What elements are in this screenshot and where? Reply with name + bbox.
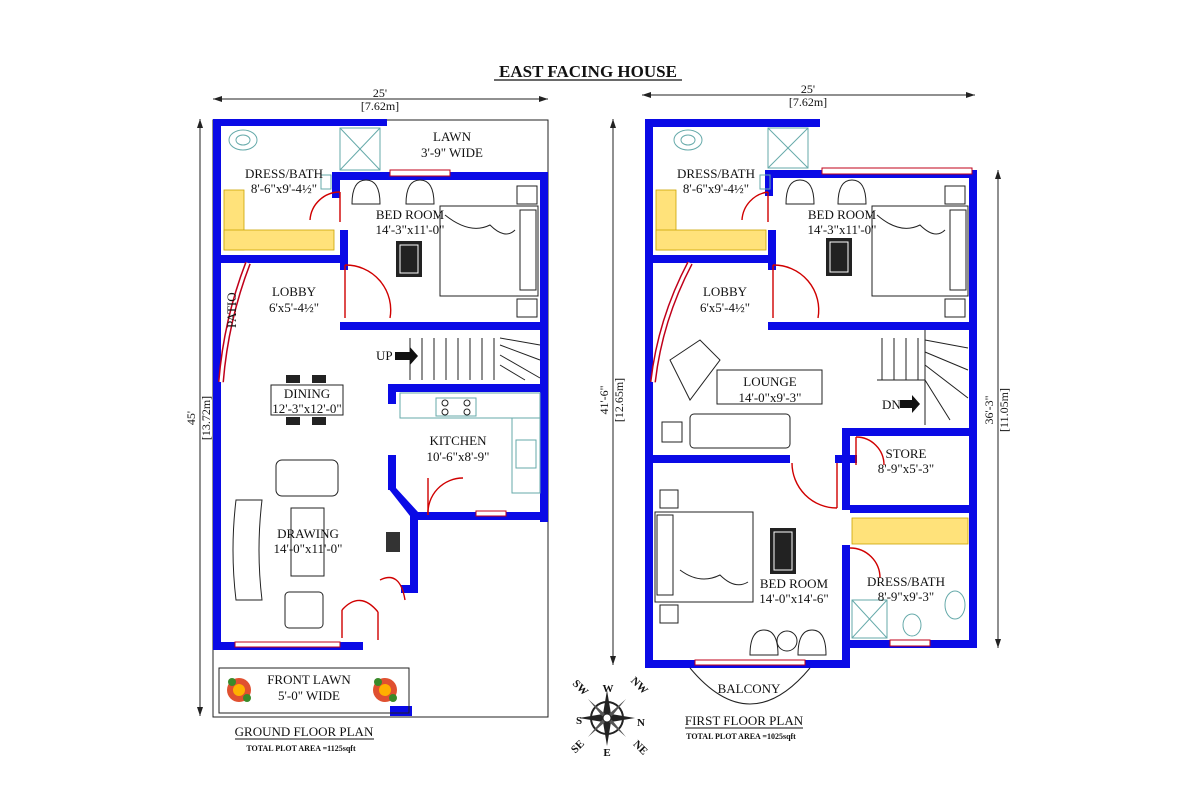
ff-dress-bath2-name: DRESS/BATH bbox=[867, 574, 945, 589]
ff-lobby-name: LOBBY bbox=[703, 284, 748, 299]
gf-front-lawn-name: FRONT LAWN bbox=[267, 672, 351, 687]
gf-lawn-size: 3'-9" WIDE bbox=[421, 145, 483, 160]
ff-depth-ft: 41'-6" bbox=[597, 385, 611, 414]
ground-width-m: [7.62m] bbox=[361, 99, 399, 113]
ff-bed-room2-size: 14'-0"x14'-6" bbox=[759, 591, 828, 606]
compass-nw: NW bbox=[628, 675, 650, 697]
gf-kitchen-size: 10'-6"x8'-9" bbox=[427, 449, 490, 464]
ground-depth-ft: 45' bbox=[184, 411, 198, 425]
ff-lounge-size: 14'-0"x9'-3" bbox=[739, 390, 802, 405]
ground-floor-depth-dimension: 45' [13.72m] bbox=[184, 119, 213, 716]
ff-lounge-name: LOUNGE bbox=[743, 374, 796, 389]
gf-bed-room-size: 14'-3"x11'-0" bbox=[376, 222, 445, 237]
gf-front-lawn-size: 5'-0" WIDE bbox=[278, 688, 340, 703]
ff-depth2-m: [11.05m] bbox=[997, 388, 1011, 432]
gf-lawn-name: LAWN bbox=[433, 129, 472, 144]
ground-floor-width-dimension: 25' [7.62m] bbox=[213, 86, 548, 113]
gf-dress-bath-size: 8'-6"x9'-4½" bbox=[251, 181, 317, 196]
first-floor-depth2-dimension: 36'-3" [11.05m] bbox=[982, 170, 1011, 648]
ff-depth2-ft: 36'-3" bbox=[982, 395, 996, 424]
ff-width-m: [7.62m] bbox=[789, 95, 827, 109]
ff-bed-room2-name: BED ROOM bbox=[760, 576, 829, 591]
gf-dress-bath-name: DRESS/BATH bbox=[245, 166, 323, 181]
ff-dress-bath2-size: 8'-9"x9'-3" bbox=[878, 589, 934, 604]
ff-bed-room-name: BED ROOM bbox=[808, 207, 877, 222]
gf-plot-area: TOTAL PLOT AREA =1125sqft bbox=[246, 744, 356, 753]
ff-plan-label: FIRST FLOOR PLAN bbox=[685, 713, 804, 728]
gf-drawing-name: DRAWING bbox=[277, 526, 339, 541]
ff-bed-room-size: 14'-3"x11'-0" bbox=[808, 222, 877, 237]
first-floor-plan: DRESS/BATH 8'-6"x9'-4½" BED ROOM 14'-3"x… bbox=[645, 119, 977, 741]
drawing-title: EAST FACING HOUSE bbox=[499, 62, 677, 81]
ff-lobby-size: 6'x5'-4½" bbox=[700, 300, 750, 315]
compass-n: N bbox=[637, 717, 645, 729]
first-floor-depth-dimension: 41'-6" [12.65m] bbox=[597, 119, 626, 665]
ff-store-name: STORE bbox=[886, 446, 927, 461]
gf-plan-label: GROUND FLOOR PLAN bbox=[235, 724, 374, 739]
compass-s: S bbox=[576, 715, 582, 727]
compass-ne: NE bbox=[630, 738, 649, 757]
gf-lobby-name: LOBBY bbox=[272, 284, 317, 299]
ff-width-ft: 25' bbox=[801, 82, 815, 96]
ff-depth-m: [12.65m] bbox=[612, 378, 626, 422]
compass-w: W bbox=[603, 683, 614, 695]
gf-dining-name: DINING bbox=[284, 386, 330, 401]
compass-se: SE bbox=[569, 738, 587, 756]
gf-lobby-size: 6'x5'-4½" bbox=[269, 300, 319, 315]
gf-bed-room-name: BED ROOM bbox=[376, 207, 445, 222]
compass-e: E bbox=[603, 747, 610, 759]
first-floor-width-dimension: 25' [7.62m] bbox=[642, 82, 975, 109]
ff-balcony-name: BALCONY bbox=[718, 681, 781, 696]
ff-plot-area: TOTAL PLOT AREA =1025sqft bbox=[686, 732, 796, 741]
gf-stairs-up: UP bbox=[376, 348, 393, 363]
ff-stairs-dn: DN bbox=[882, 397, 901, 412]
gf-patio-name: PATIO bbox=[224, 292, 239, 328]
compass-sw: SW bbox=[570, 678, 591, 699]
gf-dining-size: 12'-3"x12'-0" bbox=[272, 401, 341, 416]
ff-dress-bath-size: 8'-6"x9'-4½" bbox=[683, 181, 749, 196]
gf-kitchen-name: KITCHEN bbox=[429, 433, 487, 448]
ff-store-size: 8'-9"x5'-3" bbox=[878, 461, 934, 476]
front-lawn-plant-icon bbox=[227, 678, 251, 702]
ground-depth-m: [13.72m] bbox=[199, 396, 213, 440]
gf-drawing-size: 14'-0"x11'-0" bbox=[274, 541, 343, 556]
ff-dress-bath-name: DRESS/BATH bbox=[677, 166, 755, 181]
compass-rose-icon: W N S E SW NW SE NE bbox=[569, 675, 650, 759]
ground-width-ft: 25' bbox=[373, 86, 387, 100]
front-lawn-plant-icon bbox=[373, 678, 397, 702]
ground-floor-plan: DRESS/BATH 8'-6"x9'-4½" LAWN 3'-9" WIDE … bbox=[212, 119, 549, 753]
